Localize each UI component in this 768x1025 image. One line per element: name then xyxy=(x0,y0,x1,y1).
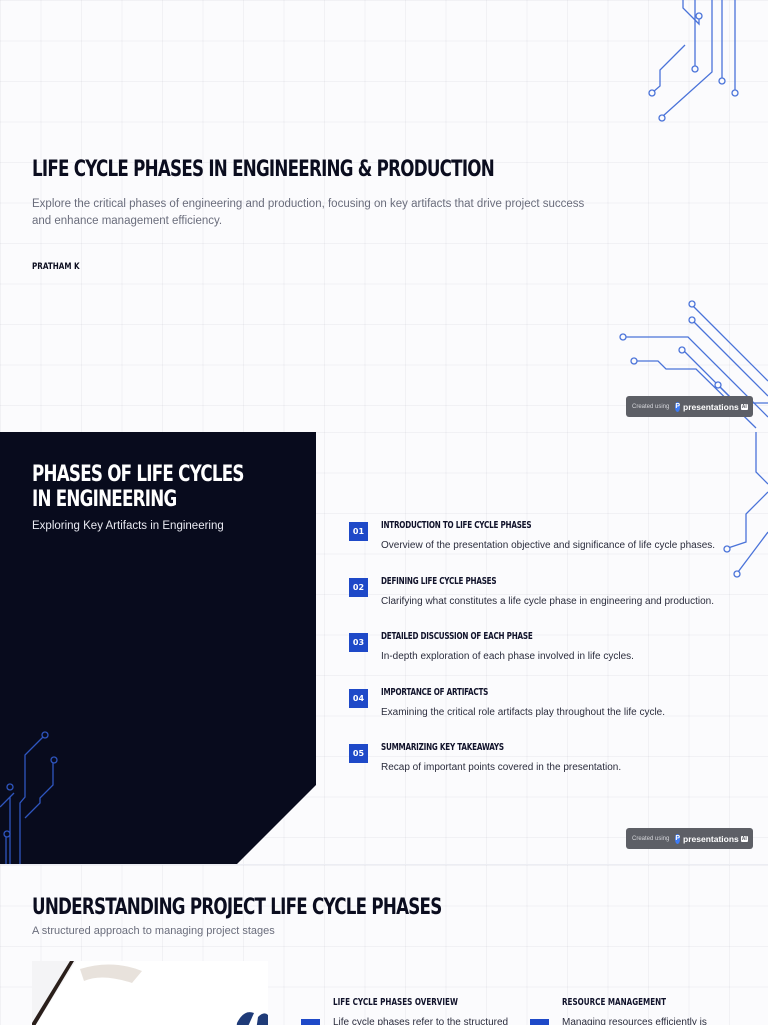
agenda-list: 01 Introduction to Life Cycle Phases Ove… xyxy=(349,520,749,798)
agenda-item: 05 Summarizing Key Takeaways Recap of im… xyxy=(349,742,749,798)
agenda-item: 01 Introduction to Life Cycle Phases Ove… xyxy=(349,520,749,576)
slide-title: Life Cycle Phases in Engineering & Produ… xyxy=(0,0,768,432)
slide1-title: Life Cycle Phases in Engineering & Produ… xyxy=(32,157,495,182)
column-number: 01 xyxy=(301,1019,320,1025)
column-description: Life cycle phases refer to the structure… xyxy=(333,1017,509,1025)
column-title: Life Cycle Phases Overview xyxy=(333,997,458,1008)
circuit-decoration-right-lower xyxy=(723,432,768,578)
agenda-item-description: Examining the critical role artifacts pl… xyxy=(381,706,666,718)
agenda-item-title: Detailed Discussion of Each Phase xyxy=(381,631,533,642)
agenda-item-description: Recap of important points covered in the… xyxy=(381,762,622,773)
agenda-item: 03 Detailed Discussion of Each Phase In-… xyxy=(349,631,749,687)
circuit-decoration-panel xyxy=(0,731,58,864)
slide-agenda: Phases of Life Cycles in Engineering Exp… xyxy=(0,432,768,864)
created-using-label: Created using xyxy=(632,835,670,842)
column-number: 02 xyxy=(530,1019,549,1025)
slide2-subtitle: Exploring Key Artifacts in Engineering xyxy=(32,520,224,532)
agenda-number: 04 xyxy=(349,688,368,708)
agenda-number: 01 xyxy=(349,522,368,541)
brand-name: presentations xyxy=(683,833,739,844)
ai-tag: AI xyxy=(740,403,748,410)
brand-name: presentations xyxy=(683,401,739,412)
slide3-subtitle: A structured approach to managing projec… xyxy=(32,925,275,937)
agenda-number: 02 xyxy=(349,577,368,597)
agenda-item: 04 Importance of Artifacts Examining the… xyxy=(349,687,749,743)
created-using-badge[interactable]: Created using P presentations AI xyxy=(626,396,753,417)
ai-tag: AI xyxy=(740,835,748,842)
agenda-item: 02 Defining Life Cycle Phases Clarifying… xyxy=(349,576,749,632)
author-name: Pratham K xyxy=(32,262,80,272)
agenda-item-description: Clarifying what constitutes a life cycle… xyxy=(381,595,714,607)
slide1-subtitle: Explore the critical phases of engineeri… xyxy=(32,198,585,227)
slide2-title: Phases of Life Cycles in Engineering xyxy=(32,462,244,512)
agenda-item-title: Introduction to Life Cycle Phases xyxy=(381,520,532,531)
circuit-decoration-top xyxy=(648,0,739,122)
dark-side-panel xyxy=(0,432,316,864)
agenda-item-description: Overview of the presentation objective a… xyxy=(381,540,716,551)
presentations-logo-icon: P xyxy=(675,833,681,844)
presentations-logo-icon: P xyxy=(675,401,681,412)
column-description: Managing resources efficiently is xyxy=(562,1017,707,1025)
slide-project-phases: Understanding Project Life Cycle Phases … xyxy=(0,864,768,1025)
column-title: Resource Management xyxy=(562,997,667,1008)
project-photo xyxy=(32,961,268,1025)
agenda-item-title: Importance of Artifacts xyxy=(381,686,489,698)
agenda-item-title: Summarizing Key Takeaways xyxy=(381,742,504,753)
created-using-badge[interactable]: Created using P presentations AI xyxy=(626,828,753,849)
created-using-label: Created using xyxy=(632,403,670,410)
agenda-number: 03 xyxy=(349,633,368,652)
photo-illustration-icon xyxy=(32,961,268,1025)
agenda-number: 05 xyxy=(349,744,368,763)
slide3-title: Understanding Project Life Cycle Phases xyxy=(32,895,442,920)
agenda-item-title: Defining Life Cycle Phases xyxy=(381,575,497,587)
agenda-item-description: In-depth exploration of each phase invol… xyxy=(381,651,634,662)
